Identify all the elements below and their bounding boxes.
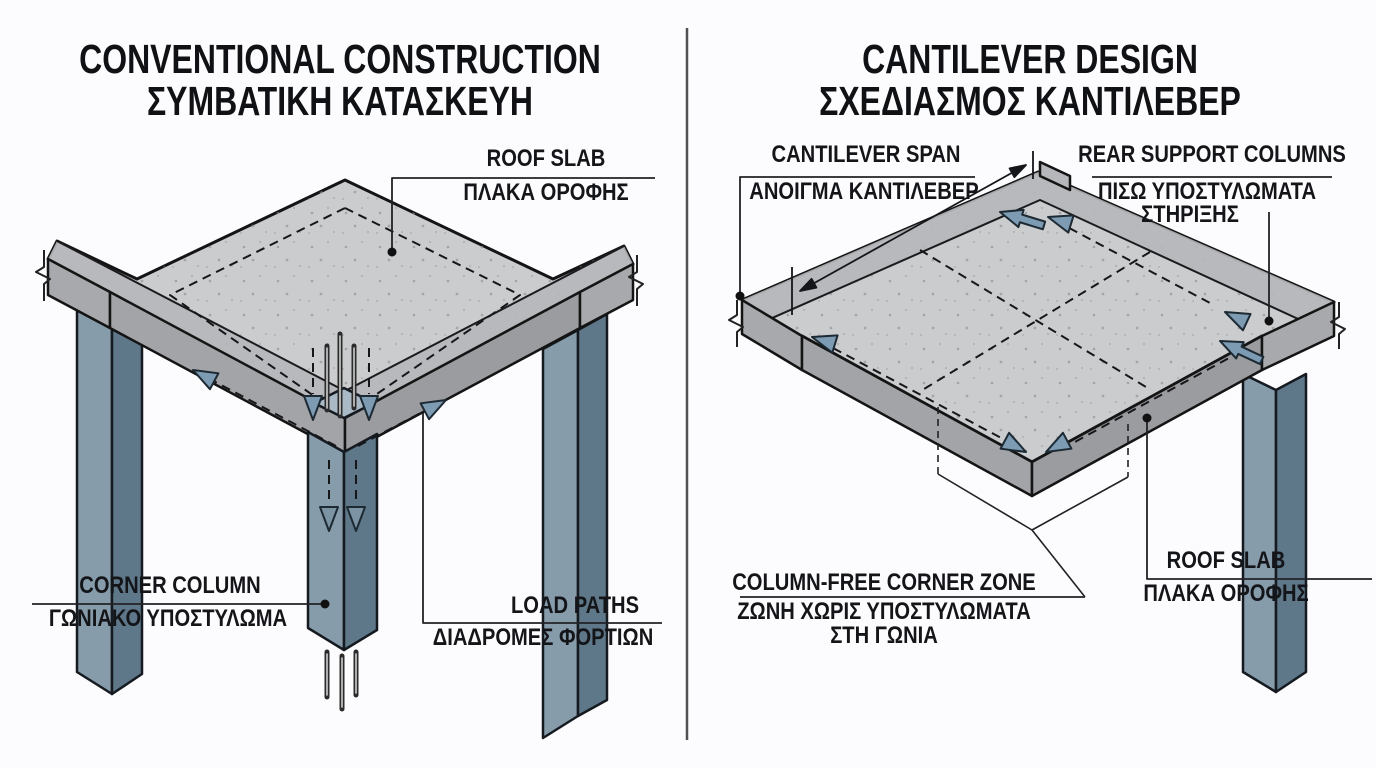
left-outer-column-east	[541, 312, 609, 740]
break-mark-west	[728, 300, 744, 347]
load-path-dashes-right	[819, 220, 1241, 450]
left-outer-column-west	[75, 308, 144, 696]
cantilever-span-leader-dot	[735, 291, 745, 301]
roof-slab-leader-dot-left	[387, 247, 397, 257]
corner-column-leader-dot	[320, 599, 330, 609]
right-diagram	[728, 151, 1372, 694]
rebar-bottom	[324, 649, 359, 712]
rebar-top	[324, 331, 357, 419]
left-diagram	[32, 177, 662, 740]
roof-slab-leader-dot-right	[1142, 413, 1152, 423]
cantilever-dimension	[791, 151, 1034, 315]
rear-columns-leader-dot	[1264, 316, 1274, 326]
left-leader-lines	[32, 177, 662, 624]
left-roof-slab	[35, 178, 644, 456]
break-mark-east	[1330, 302, 1346, 349]
corner-zone-outline	[937, 407, 1129, 598]
rear-support-column	[1241, 372, 1308, 694]
load-path-dashes-left	[169, 207, 521, 502]
rear-corner-column-cap	[1038, 160, 1072, 192]
break-mark-east	[628, 255, 644, 306]
right-leader-lines	[739, 176, 1372, 598]
break-mark-west	[35, 250, 51, 301]
